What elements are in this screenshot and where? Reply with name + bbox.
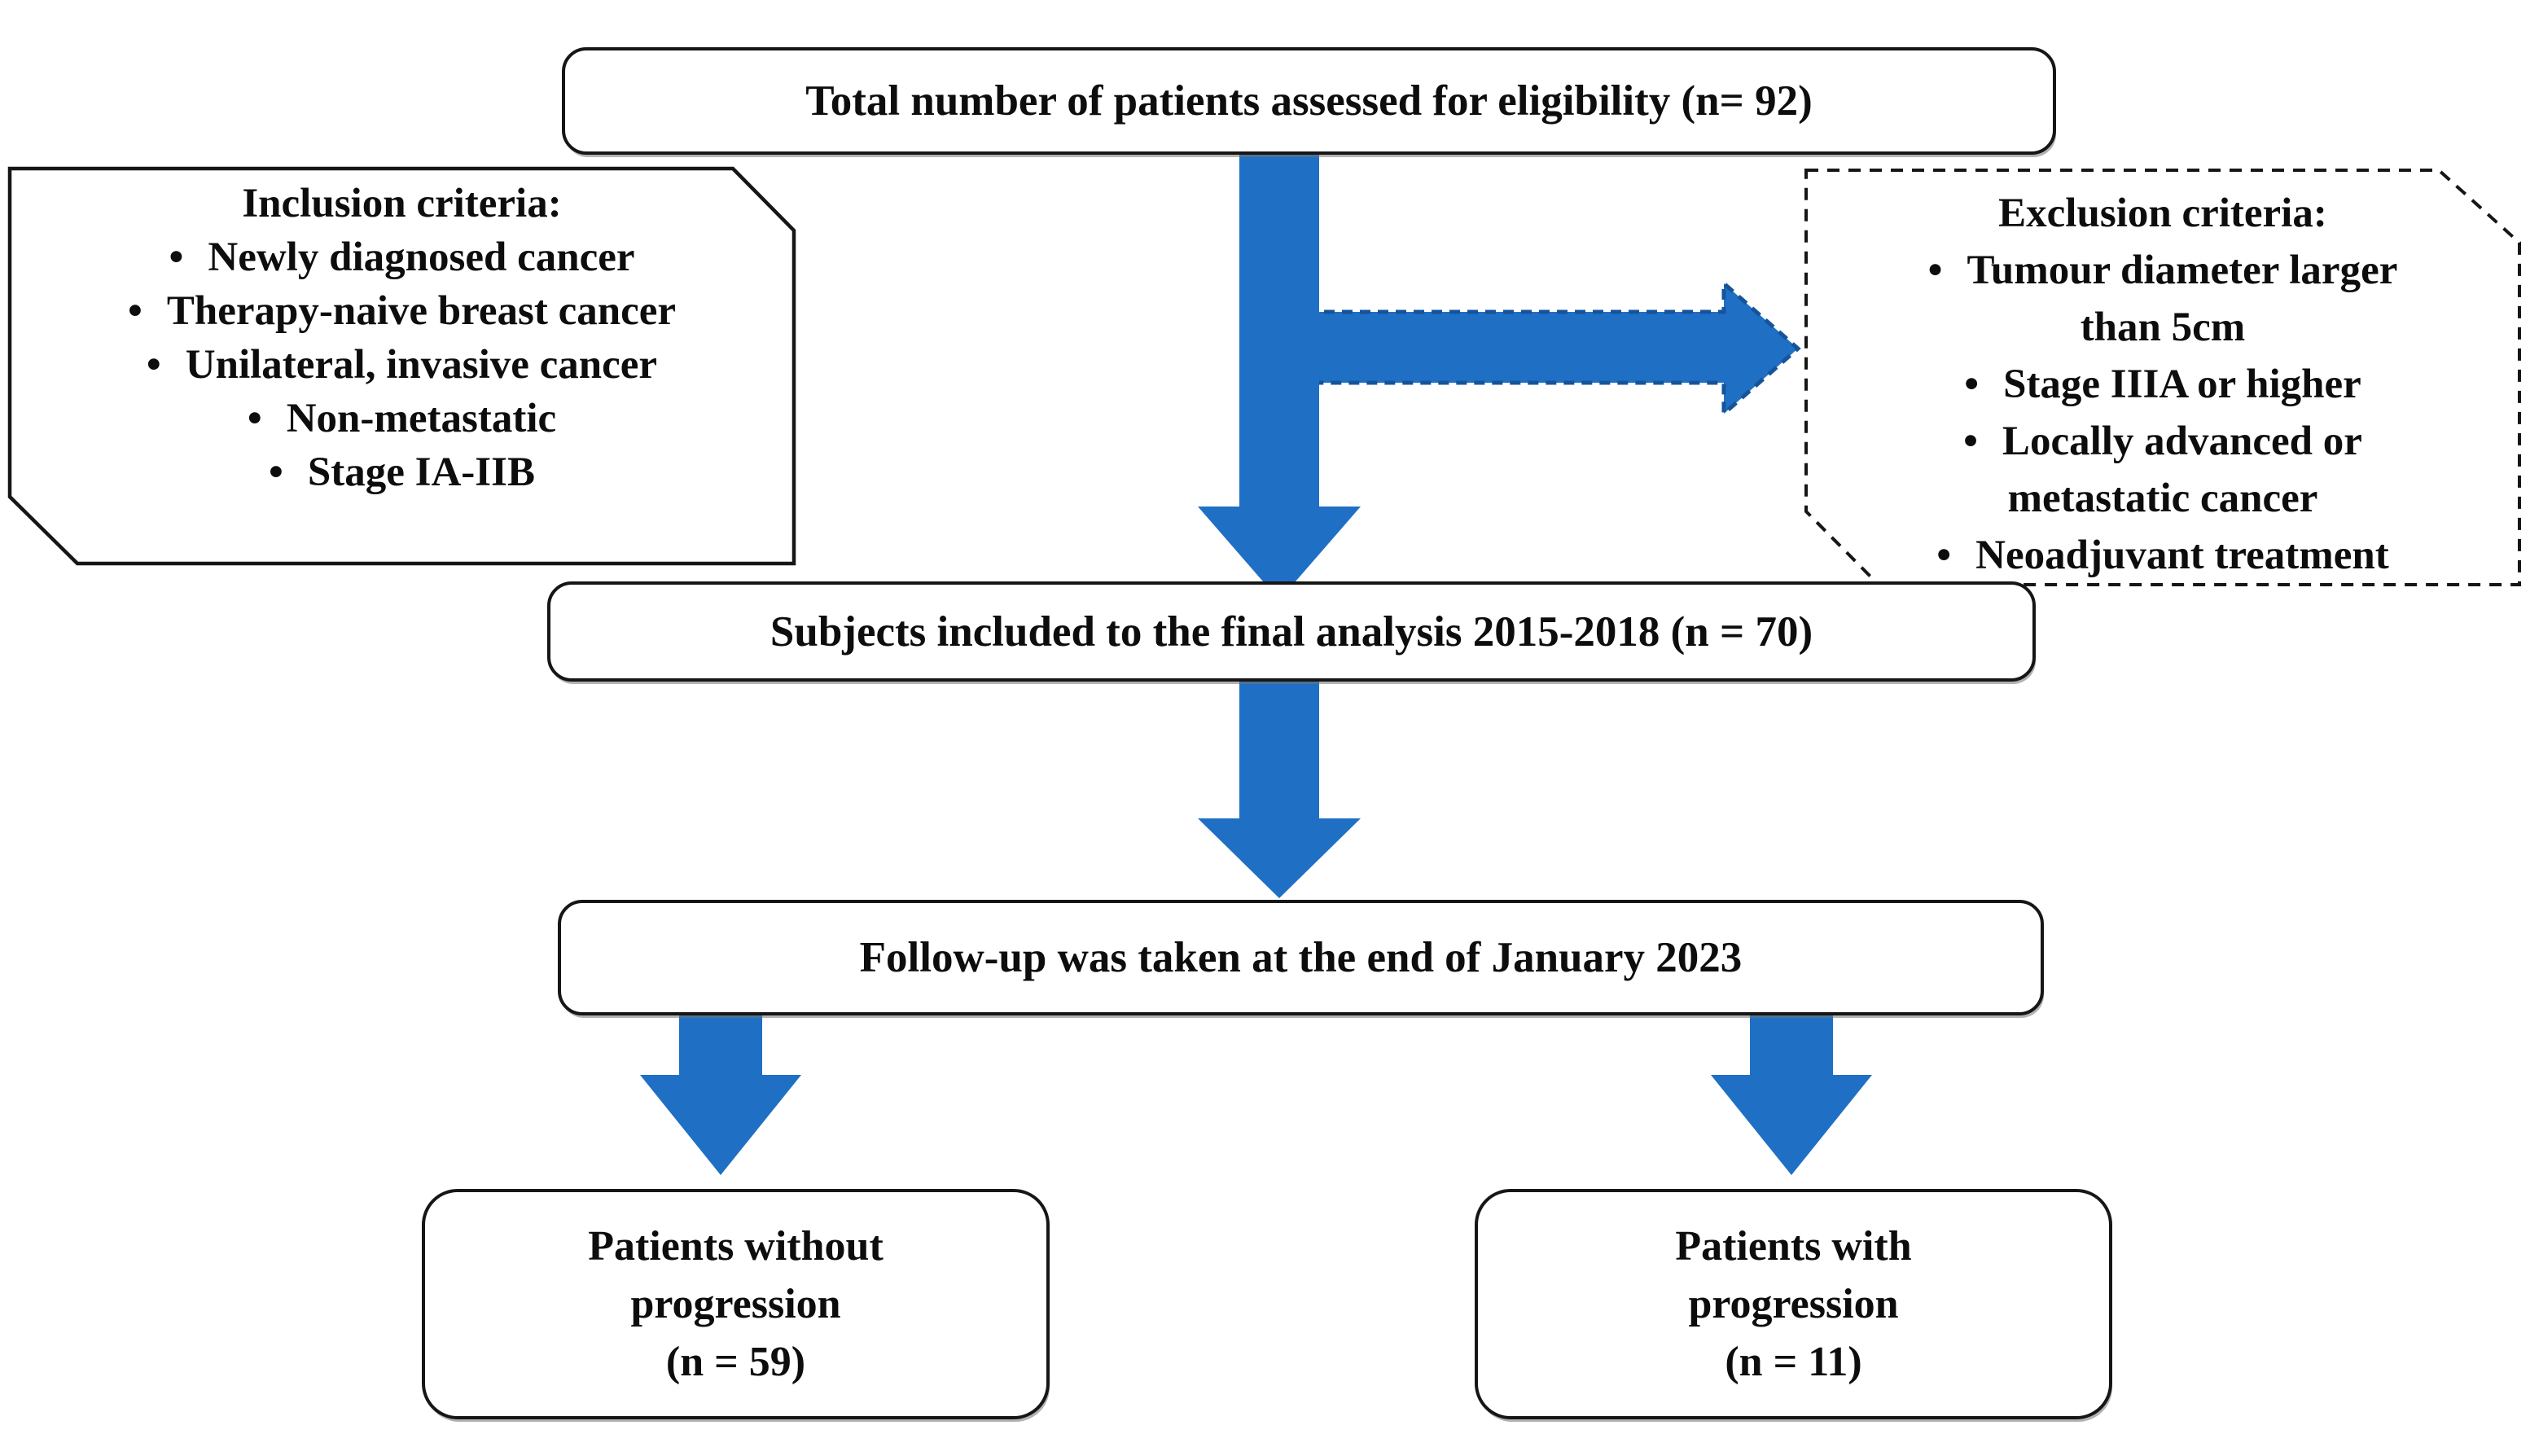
- inclusion-criteria-item: Therapy-naive breast cancer: [10, 284, 794, 338]
- exclusion-criteria-item: Stage IIIA or higher: [1918, 356, 2407, 413]
- exclusion-criteria-item: Tumour diameter larger than 5cm: [1918, 242, 2407, 356]
- analysis-box-label: Subjects included to the final analysis …: [770, 607, 1813, 656]
- inclusion-criteria-box: Inclusion criteria: Newly diagnosed canc…: [10, 177, 794, 499]
- inclusion-criteria-item: Newly diagnosed cancer: [10, 230, 794, 284]
- arrow-excluded-patients: [1268, 278, 1801, 419]
- eligibility-box: Total number of patients assessed for el…: [562, 47, 2056, 155]
- no-progression-box-line: (n = 59): [665, 1339, 806, 1385]
- no-progression-box: Patients without progression (n = 59): [422, 1189, 1050, 1419]
- no-progression-box-line: progression: [630, 1281, 841, 1327]
- progression-box: Patients with progression (n = 11): [1475, 1189, 2112, 1419]
- analysis-box: Subjects included to the final analysis …: [547, 581, 2036, 682]
- arrow-analysis-to-followup: [1198, 678, 1361, 898]
- arrow-followup-to-progression: [1711, 1012, 1872, 1175]
- inclusion-criteria-title: Inclusion criteria:: [242, 181, 562, 226]
- exclusion-criteria-title: Exclusion criteria:: [1998, 191, 2327, 236]
- inclusion-criteria-item: Stage IA-IIB: [10, 445, 794, 499]
- progression-box-line: Patients with: [1675, 1223, 1912, 1270]
- eligibility-box-label: Total number of patients assessed for el…: [805, 77, 1813, 125]
- arrow-eligibility-to-analysis: [1198, 150, 1361, 600]
- exclusion-criteria-box: Exclusion criteria: Tumour diameter larg…: [1806, 185, 2519, 584]
- progression-box-line: progression: [1688, 1281, 1899, 1327]
- followup-box: Follow-up was taken at the end of Januar…: [558, 900, 2044, 1015]
- inclusion-criteria-item: Unilateral, invasive cancer: [10, 338, 794, 392]
- progression-box-line: (n = 11): [1725, 1339, 1862, 1385]
- exclusion-criteria-item: Neoadjuvant treatment: [1918, 527, 2407, 584]
- inclusion-criteria-item: Non-metastatic: [10, 392, 794, 445]
- exclusion-criteria-item: Locally advanced or metastatic cancer: [1918, 413, 2407, 527]
- arrow-followup-to-no-progression: [640, 1012, 801, 1175]
- no-progression-box-line: Patients without: [588, 1223, 884, 1270]
- followup-box-label: Follow-up was taken at the end of Januar…: [859, 934, 1743, 981]
